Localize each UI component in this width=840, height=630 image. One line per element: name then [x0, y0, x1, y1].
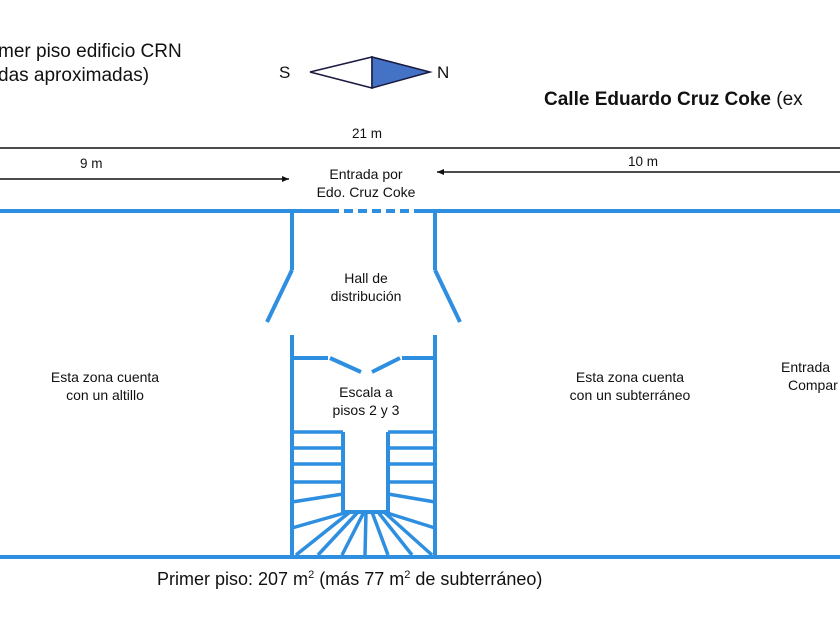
left-zone-label: Esta zona cuenta con un altillo — [50, 369, 160, 403]
compass-south-half — [309, 56, 373, 89]
street-suffix: (ex — [771, 89, 803, 110]
stair-tread — [370, 511, 390, 556]
right-zone-label: Esta zona cuenta con un subterráneo — [569, 369, 691, 403]
stair-door-left — [329, 356, 362, 374]
compass-south-label: S — [279, 63, 291, 82]
stair-tread — [291, 492, 344, 504]
compass-icon — [309, 56, 433, 89]
stairs-label: Escala a pisos 2 y 3 — [332, 384, 400, 418]
stair-tread — [383, 510, 436, 530]
stair-tread — [387, 492, 436, 504]
street-label: Calle Eduardo Cruz Coke (ex — [544, 88, 803, 112]
compass-north-half — [371, 56, 433, 89]
stair-tread — [376, 510, 414, 557]
area-summary: Primer piso: 207 m2 (más 77 m2 de subter… — [157, 569, 543, 589]
stair-tread — [294, 510, 352, 557]
stair-door-right — [371, 356, 401, 374]
plan-title-line2: das aproximadas) — [0, 64, 150, 86]
stair-tread — [363, 511, 368, 556]
right-entrance-label: Entrada Compar — [781, 359, 838, 393]
stair-tread — [340, 511, 366, 556]
dimension-total-label: 21 m — [352, 126, 383, 141]
plan-title-line1: mer piso edificio CRN — [0, 41, 182, 62]
entrance-label: Entrada por Edo. Cruz Coke — [316, 166, 416, 200]
hall-label: Hall de distribución — [330, 270, 402, 304]
plan-title: mer piso edificio CRN das aproximadas) — [0, 40, 182, 88]
hall-door-right — [433, 269, 462, 323]
compass-north-label: N — [437, 63, 450, 82]
stair-treads — [291, 430, 436, 557]
street-name: Calle Eduardo Cruz Coke — [544, 89, 771, 110]
stair-tread — [291, 510, 349, 530]
hall-door-left — [265, 269, 294, 323]
dimension-left-label: 9 m — [80, 156, 103, 171]
dimension-right-label: 10 m — [628, 154, 659, 169]
stair-tread — [316, 510, 360, 557]
stair-well — [341, 432, 390, 514]
stair-tread — [382, 510, 434, 557]
